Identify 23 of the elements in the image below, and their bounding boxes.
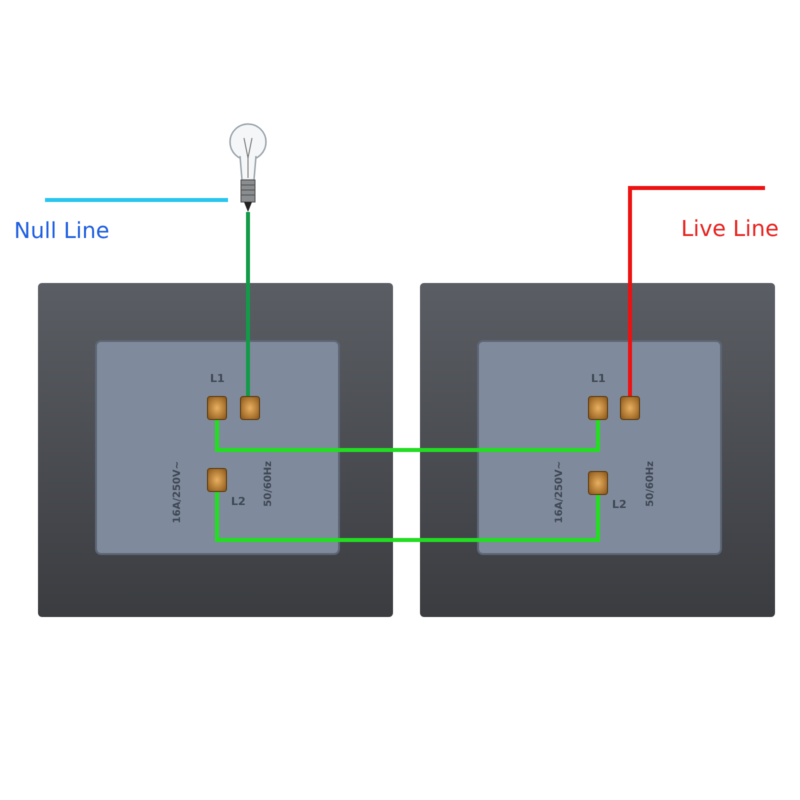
- wall-switch: [420, 283, 775, 617]
- wire-label: Null Line: [14, 221, 110, 243]
- terminal-label: L1: [210, 373, 225, 384]
- wall-switch: [38, 283, 393, 617]
- screw-terminal: [207, 396, 227, 420]
- wire: [246, 212, 250, 396]
- rating-text: 16A/250V~: [555, 461, 565, 524]
- wire: [215, 420, 600, 452]
- rating-text: 50/60Hz: [646, 461, 656, 507]
- rating-text: 50/60Hz: [264, 461, 274, 507]
- screw-terminal: [207, 468, 227, 492]
- wire-label: Live Line: [681, 219, 779, 241]
- wire: [628, 186, 765, 396]
- wire: [215, 492, 600, 542]
- screw-terminal: [588, 471, 608, 495]
- rating-text: 16A/250V~: [173, 461, 183, 524]
- wire: [45, 198, 228, 202]
- screw-terminal: [240, 396, 260, 420]
- screw-terminal: [620, 396, 640, 420]
- terminal-label: L1: [591, 373, 606, 384]
- screw-terminal: [588, 396, 608, 420]
- terminal-label: L2: [231, 496, 246, 507]
- terminal-label: L2: [612, 499, 627, 510]
